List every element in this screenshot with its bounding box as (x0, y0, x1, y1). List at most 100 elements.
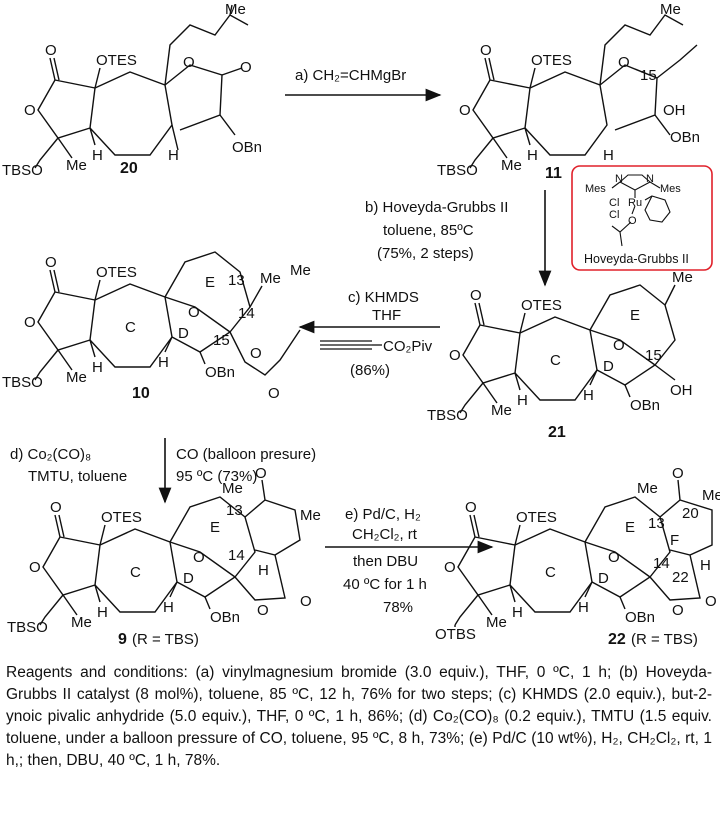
catalyst-ru: Ru (628, 197, 642, 209)
lactone-ring (457, 536, 516, 596)
otes-group: OTES (96, 264, 137, 281)
step-e-reagent: e) Pd/C, H₂ (345, 506, 421, 523)
ring-label-c: C (125, 319, 136, 336)
compound-number-10: 10 (132, 385, 150, 402)
atom-label-o: O (255, 465, 267, 482)
atom-label-me: Me (225, 1, 246, 18)
catalyst-name: Hoveyda-Grubbs II (584, 252, 689, 266)
tbso-group: TBSO (437, 162, 478, 179)
obn-group: OBn (232, 139, 262, 156)
bond (459, 312, 526, 414)
tbso-group: TBSO (427, 407, 468, 424)
ring-label-d: D (183, 570, 194, 587)
atom-label-o: O (250, 345, 262, 362)
atom-number-13: 13 (228, 272, 245, 289)
atom-label-me: Me (660, 1, 681, 18)
obn-group: OBn (670, 129, 700, 146)
bond (164, 336, 206, 365)
tbso-group: TBSO (7, 619, 48, 636)
bridge-oxygen: O (193, 549, 205, 566)
methyl: Me (71, 614, 92, 631)
atom-label-o: O (257, 602, 269, 619)
carbonyl-oxygen: O (45, 254, 57, 271)
step-d-additive: TMTU, toluene (28, 468, 127, 485)
compound-22-note: (R = TBS) (631, 631, 698, 648)
atom-label-h: H (158, 354, 169, 371)
otes-group: OTES (516, 509, 557, 526)
compound-number-21: 21 (548, 424, 566, 441)
ring-label-d: D (603, 358, 614, 375)
step-c-reagent: CO₂Piv (383, 338, 433, 355)
cycloheptane-ring (524, 71, 608, 156)
atom-label-h: H (700, 557, 711, 574)
bond (34, 67, 101, 169)
atom-label-o: O (672, 465, 684, 482)
atom-label-o: O (268, 385, 280, 402)
otes-group: OTES (521, 297, 562, 314)
bridged-ring (584, 496, 671, 598)
catalyst-mes-left: Mes (585, 183, 606, 195)
atom-label-h: H (258, 562, 269, 579)
compound-number-20: 20 (120, 160, 138, 177)
ring-label-e: E (205, 274, 215, 291)
ester-alkynyl (229, 285, 301, 376)
atom-label-o: O (300, 593, 312, 610)
step-c-yield: (86%) (350, 362, 390, 379)
carbonyl (469, 514, 480, 538)
catalyst-box: Mes N N Mes Cl Ru Cl O Hoveyda-Grubbs II (571, 165, 713, 271)
bridged-ring (589, 284, 676, 386)
atom-number-20: 20 (682, 505, 699, 522)
lactone-ring (37, 291, 96, 351)
ring-label-e: E (630, 307, 640, 324)
otes-group: OTES (101, 509, 142, 526)
ring-label-e: E (625, 519, 635, 536)
otbs-group: OTBS (435, 626, 476, 643)
carbonyl (54, 514, 65, 538)
ring-oxygen: O (24, 314, 36, 331)
carbonyl (474, 302, 485, 326)
atom-number-13: 13 (226, 502, 243, 519)
cycloheptane-ring (89, 71, 173, 156)
hydrogen: H (527, 147, 538, 164)
otes-group: OTES (531, 52, 572, 69)
catalyst-cl-1: Cl (609, 197, 619, 209)
methyl: Me (66, 157, 87, 174)
atom-number-14: 14 (228, 547, 245, 564)
step-c-base: c) KHMDS (348, 289, 419, 306)
atom-label-h: H (168, 147, 179, 164)
bond (34, 279, 101, 381)
atom-number-15: 15 (645, 347, 662, 364)
atom-label-me: Me (300, 507, 321, 524)
obn-group: OBn (630, 397, 660, 414)
compound-9-note: (R = TBS) (132, 631, 199, 648)
step-e-solvent: CH₂Cl₂, rt (352, 526, 418, 543)
atom-label-o: O (240, 59, 252, 76)
atom-label-h: H (163, 599, 174, 616)
methyl: Me (501, 157, 522, 174)
carbonyl-oxygen: O (470, 287, 482, 304)
step-d-reagent: d) Co₂(CO)₈ (10, 446, 91, 463)
step-e-workup: then DBU (353, 553, 418, 570)
bond (649, 479, 713, 601)
bridge-oxygen: O (613, 337, 625, 354)
carbonyl (49, 269, 60, 293)
bond (584, 581, 626, 610)
atom-number-15: 15 (213, 332, 230, 349)
atom-label-me: Me (672, 269, 693, 286)
ring-oxygen: O (29, 559, 41, 576)
bond (234, 479, 301, 601)
bond (599, 14, 698, 136)
atom-label-h: H (603, 147, 614, 164)
atom-label-me: Me (222, 480, 243, 497)
step-d-atmosphere: CO (balloon presure) (176, 446, 316, 463)
ring-oxygen: O (444, 559, 456, 576)
step-b-solvent: toluene, 85ºC (383, 222, 474, 239)
bridged-ring (169, 496, 256, 598)
atom-number-14: 14 (653, 555, 670, 572)
lactone-ring-right (164, 64, 223, 131)
carbonyl (484, 57, 495, 81)
step-a-conditions: a) CH₂=CHMgBr (295, 67, 406, 84)
otes-group: OTES (96, 52, 137, 69)
ring-label-e: E (210, 519, 220, 536)
